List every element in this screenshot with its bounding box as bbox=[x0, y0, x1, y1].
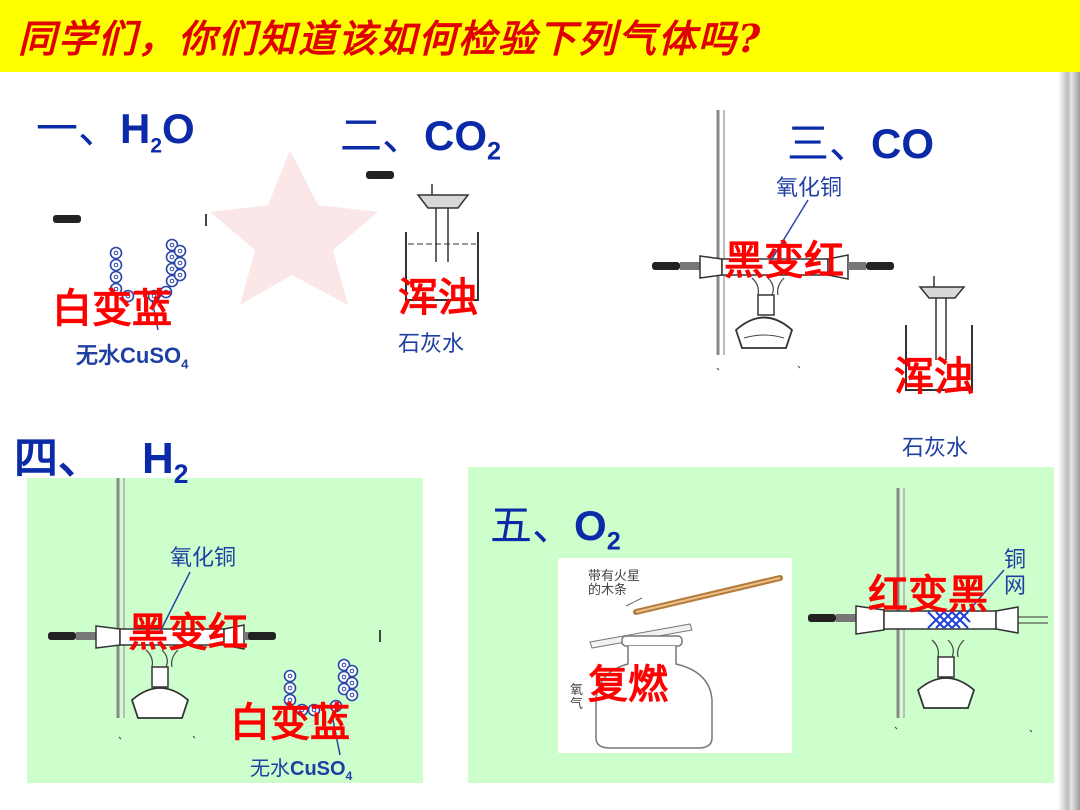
oxygen-gas-label: 氧气 bbox=[570, 683, 584, 712]
o2-splint-result: 复燃 bbox=[588, 662, 668, 708]
co-oxide-label: 氧化铜 bbox=[776, 176, 843, 201]
co-apparatus bbox=[652, 110, 973, 391]
o2-heading: 五、O2 bbox=[490, 501, 621, 556]
h2o-apparatus bbox=[53, 214, 207, 331]
title-bar: 同学们，你们知道该如何检验下列气体吗? bbox=[0, 0, 1080, 72]
co2-heading: 二、CO2 bbox=[340, 111, 502, 166]
h2-heading: 四、H2 bbox=[14, 433, 189, 489]
h2o-result: 白变蓝 bbox=[52, 286, 172, 332]
h2-tube-result: 黑变红 bbox=[128, 610, 248, 656]
co-beaker-result: 浑浊 bbox=[894, 354, 974, 400]
watermark-star bbox=[210, 150, 378, 305]
h2-oxide-label: 氧化铜 bbox=[170, 546, 237, 571]
co2-result: 浑浊 bbox=[398, 275, 478, 321]
h2-reagent-label: 无水CuSO4 bbox=[250, 756, 353, 783]
o2-mesh-result: 红变黑 bbox=[868, 572, 988, 618]
h2o-reagent-label: 无水CuSO4 bbox=[76, 343, 189, 372]
page-title: 同学们，你们知道该如何检验下列气体吗? bbox=[18, 16, 763, 61]
co-tube-result: 黑变红 bbox=[724, 238, 844, 284]
h2-cuso4-result: 白变蓝 bbox=[230, 700, 350, 746]
co2-apparatus bbox=[366, 171, 479, 301]
splint-label: 带有火星 的木条 bbox=[588, 569, 641, 598]
co-heading: 三、CO bbox=[787, 119, 935, 168]
co2-reagent-label: 石灰水 bbox=[398, 332, 465, 357]
h2o-heading: 一、H2O bbox=[36, 104, 195, 158]
o2-apparatus bbox=[589, 488, 1048, 749]
co-reagent-label: 石灰水 bbox=[902, 436, 969, 461]
h2-apparatus bbox=[48, 478, 381, 756]
decorative-edge bbox=[1058, 72, 1080, 810]
copper-mesh-label: 铜网 bbox=[1004, 548, 1027, 599]
